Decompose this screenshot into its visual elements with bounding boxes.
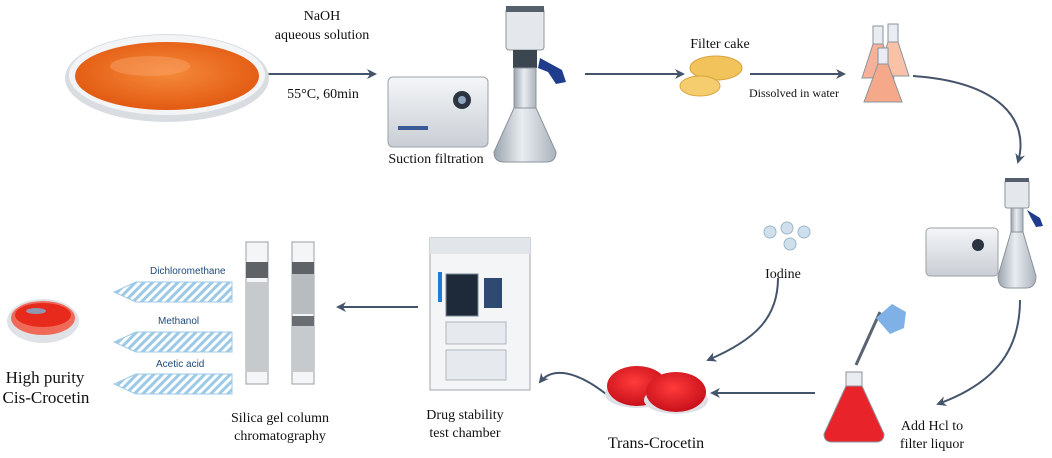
orange-powder-dish-image bbox=[65, 34, 269, 122]
iodine-pellets-image bbox=[763, 221, 811, 251]
chamber-label-line1: Drug stability bbox=[426, 408, 504, 423]
chamber-label-line2: test chamber bbox=[429, 426, 501, 441]
column-label-line1: Silica gel column bbox=[231, 411, 329, 426]
solvent-dichloromethane: Dichloromethane bbox=[150, 266, 226, 277]
dissolved-label: Dissolved in water bbox=[749, 86, 839, 100]
trans-crocetin-dishes-image bbox=[605, 366, 708, 414]
solvent-acetic-acid: Acetic acid bbox=[156, 359, 205, 370]
aqueous-solution-label: aqueous solution bbox=[274, 28, 370, 43]
filter-cake-label: Filter cake bbox=[690, 37, 750, 52]
add-hcl-label-line1: Add Hcl to bbox=[900, 419, 964, 434]
solvent-arrows bbox=[112, 281, 233, 395]
suction-filtration-apparatus-2 bbox=[925, 178, 1043, 289]
solvent-methanol: Methanol bbox=[158, 316, 200, 327]
flow-arrows bbox=[268, 69, 1025, 406]
suction-filtration-label: Suction filtration bbox=[388, 152, 484, 167]
product-label-line1: High purity bbox=[5, 368, 85, 387]
dissolved-flasks-image bbox=[861, 23, 910, 103]
cis-crocetin-dish-image bbox=[7, 299, 79, 343]
naoh-label: NaOH bbox=[303, 9, 341, 24]
add-hcl-label-line2: filter liquor bbox=[899, 437, 965, 452]
conditions-label: 55°C, 60min bbox=[287, 87, 359, 102]
column-label-line2: chromatography bbox=[234, 429, 326, 444]
hcl-flask-image bbox=[823, 304, 906, 443]
product-label-line2: Cis-Crocetin bbox=[2, 388, 90, 407]
filter-cake-image bbox=[679, 55, 743, 97]
trans-crocetin-label: Trans-Crocetin bbox=[607, 435, 705, 452]
iodine-label: Iodine bbox=[765, 267, 801, 282]
suction-filtration-apparatus-1 bbox=[387, 6, 566, 163]
silica-columns-image bbox=[245, 241, 315, 385]
stability-chamber-image bbox=[429, 237, 531, 391]
